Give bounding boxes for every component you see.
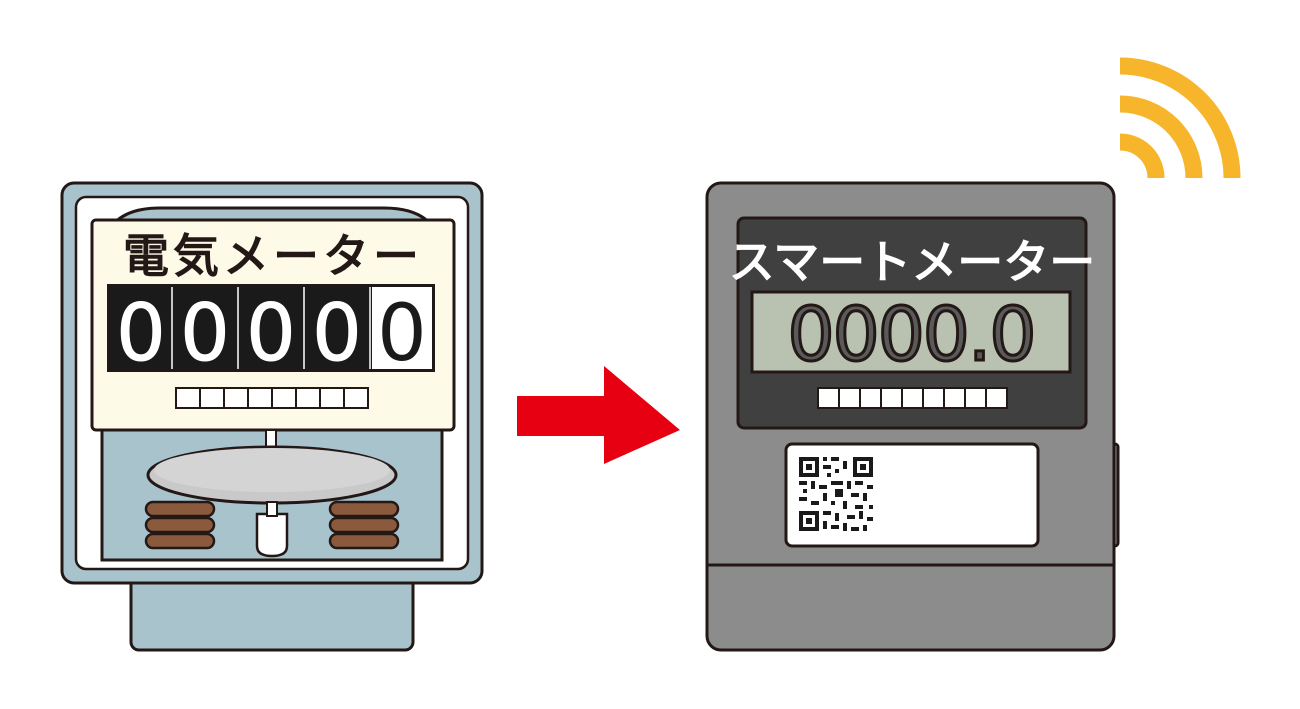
smart-meter-lcd <box>750 290 1072 374</box>
odometer: 0 0 0 0 0 <box>107 284 435 380</box>
smart-meter-title: スマートメーター <box>729 235 1096 289</box>
qr-code-icon <box>798 456 874 532</box>
odometer-last-window <box>372 287 432 369</box>
meter-lamp <box>255 512 289 558</box>
right-coil <box>328 500 400 550</box>
odometer-digit-1: 0 <box>116 289 166 379</box>
odometer-digit-2: 0 <box>180 289 230 379</box>
odometer-digit-3: 0 <box>246 289 296 379</box>
left-coil <box>144 500 216 550</box>
smart-meter: スマートメーター 0000.0 <box>705 181 1120 652</box>
odometer-digit-4: 0 <box>312 289 362 379</box>
wireless-signal-icon <box>1119 57 1241 179</box>
smart-meter-indicator-squares <box>817 387 1008 409</box>
smart-meter-reading: 0000.0 <box>788 292 1035 378</box>
meter-indicator-squares <box>175 387 369 409</box>
right-arrow-icon <box>517 366 680 464</box>
odometer-digit-5: 0 <box>377 289 427 379</box>
analog-electric-meter: 電気メーター 0 0 0 0 0 <box>60 181 484 652</box>
old-meter-title: 電気メーター <box>123 229 423 283</box>
